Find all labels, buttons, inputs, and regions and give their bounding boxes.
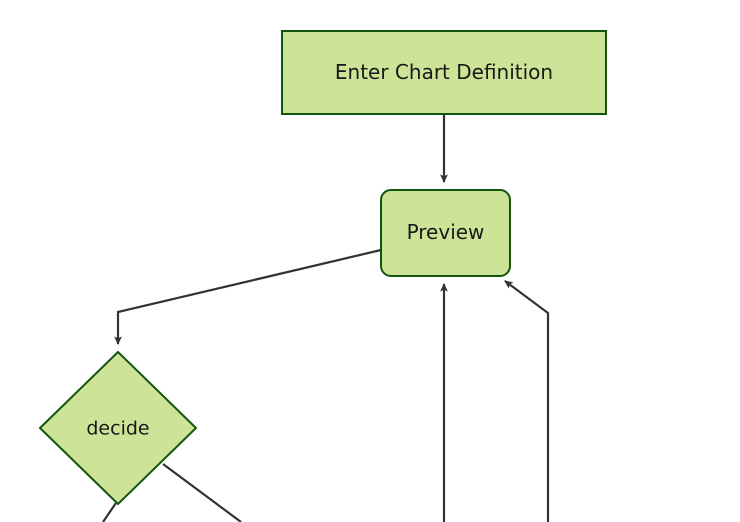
node-preview-label: Preview (407, 220, 485, 244)
node-enter-chart-definition-shape[interactable] (281, 30, 607, 115)
edge-bottom-right-to-preview (504, 280, 550, 522)
edge-decide-down-left (102, 499, 119, 522)
node-decide-label: decide (86, 418, 149, 440)
node-decide-shape[interactable] (38, 350, 198, 506)
edge-layer (102, 114, 550, 522)
node-enter-chart-definition-label: Enter Chart Definition (335, 60, 553, 84)
node-preview-shape[interactable] (380, 189, 511, 277)
node-preview[interactable]: Preview (380, 189, 511, 277)
node-enter-chart-definition[interactable]: Enter Chart Definition (281, 30, 607, 115)
node-decide[interactable]: decide (38, 350, 198, 506)
edge-preview-to-decide (114, 248, 382, 346)
edge-decide-down-right (162, 463, 242, 522)
